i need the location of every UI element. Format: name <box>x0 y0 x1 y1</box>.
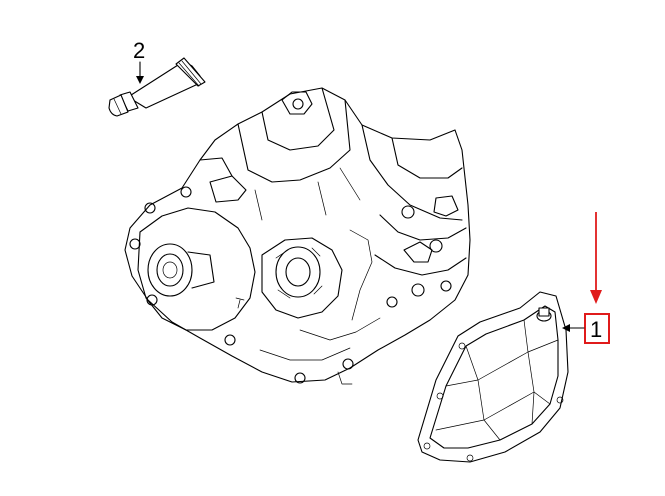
callout-1-label: 1 <box>590 317 602 342</box>
callout-2-label: 2 <box>133 38 145 63</box>
sealant-tube[interactable] <box>108 57 206 117</box>
transmission-assembly <box>124 87 471 385</box>
callout-1[interactable]: 1 <box>562 212 610 344</box>
callout-1-arrowhead <box>562 324 570 332</box>
callout-2[interactable]: 2 <box>133 38 145 84</box>
callout-2-arrowhead <box>136 76 144 84</box>
callout-1-highlight-box <box>584 313 610 344</box>
transmission-oil-pan[interactable] <box>417 291 569 463</box>
highlight-arrowhead <box>590 290 602 304</box>
